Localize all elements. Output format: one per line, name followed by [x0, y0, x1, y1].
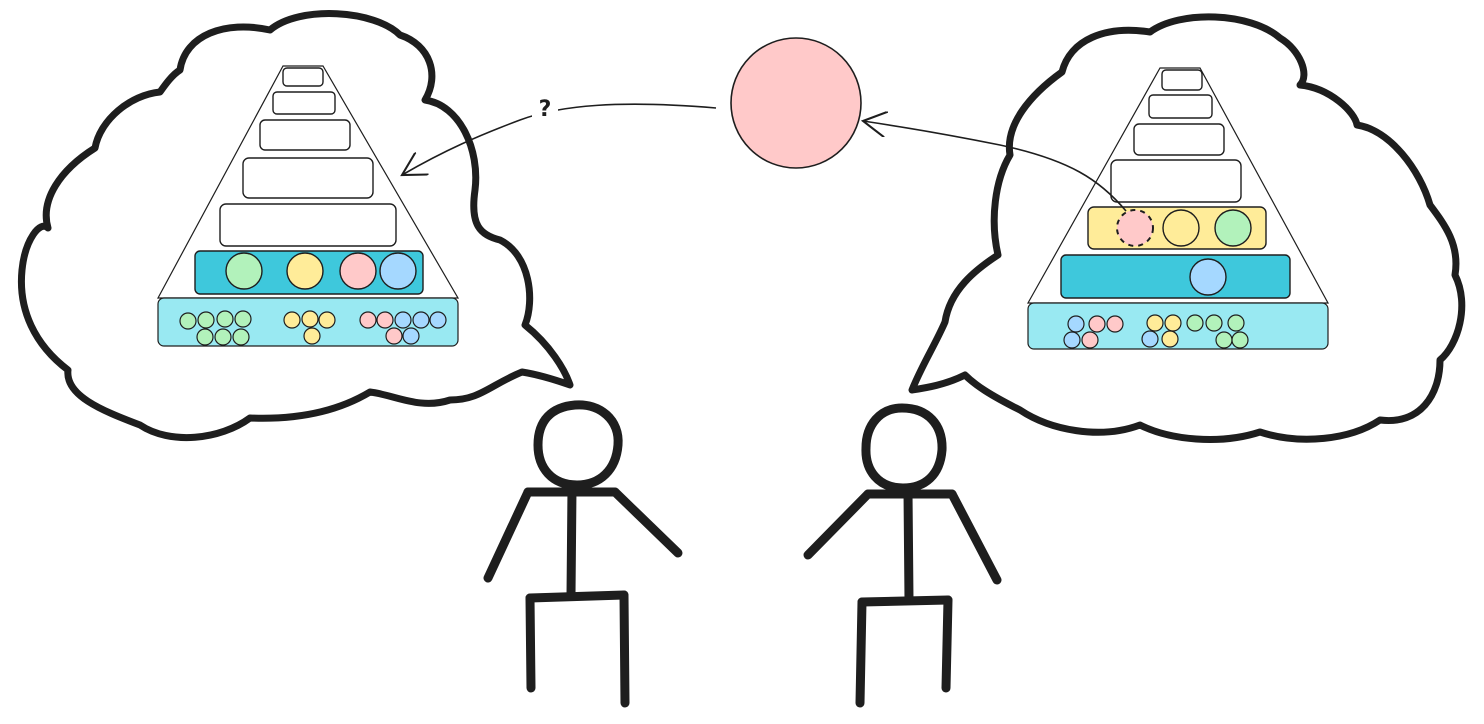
right-tier-circle-blue [1189, 258, 1227, 296]
left-base-mixed-group [359, 311, 447, 345]
right-tier-2 [1148, 94, 1213, 119]
left-tier-5 [219, 203, 397, 247]
right-circle-tier [1060, 254, 1291, 299]
left-pyramid-outline [156, 65, 460, 299]
left-person-arm-left [483, 487, 533, 583]
right-tier-4 [1110, 159, 1242, 203]
left-tier-circle-yellow [286, 252, 324, 290]
right-person [803, 403, 1002, 708]
right-tier-circle-green [1214, 209, 1252, 247]
arrow-from-right-mind [863, 121, 1127, 212]
question-mark-bg [532, 92, 558, 122]
left-thought-bubble [17, 10, 574, 442]
right-tier-circle-yellow [1162, 209, 1200, 247]
right-person-leg-left [855, 597, 867, 708]
left-tier-3 [259, 119, 351, 151]
shared-concept-circle [730, 37, 862, 169]
left-person-seat [525, 590, 629, 603]
right-person-head [861, 403, 947, 493]
left-base-green-group [179, 310, 252, 346]
left-tier-4 [242, 157, 374, 199]
right-person-torso [903, 487, 914, 605]
right-person-leg-right [941, 595, 953, 693]
left-tier-circle-blue [379, 252, 417, 290]
left-person-arm-right [610, 487, 683, 558]
left-tier-1 [282, 67, 324, 87]
left-person-head [533, 400, 623, 490]
right-thought-bubble [908, 13, 1466, 443]
right-pyramid-outline [1026, 67, 1330, 304]
arrow-to-left-mind [402, 103, 717, 175]
left-person-leg-left [525, 593, 536, 693]
right-tier-1 [1161, 69, 1203, 91]
right-cloud-outline [908, 13, 1466, 443]
right-person-arm-left [803, 489, 873, 560]
right-person-arm-right [947, 489, 1002, 585]
left-cloud-outline [17, 10, 574, 442]
left-person [483, 400, 683, 708]
left-tier-2 [272, 91, 336, 115]
right-tier-3 [1133, 123, 1225, 156]
right-base-group-2 [1141, 314, 1182, 348]
left-tier-circle-pink [339, 252, 377, 290]
left-tier-circle-green [225, 252, 263, 290]
right-tier-circle-pink-dashed [1116, 209, 1154, 247]
left-base-yellow-group [283, 310, 336, 345]
question-mark: ? [539, 97, 552, 122]
right-base-group-3 [1186, 314, 1249, 349]
left-person-torso [566, 483, 577, 600]
left-person-leg-right [619, 590, 630, 708]
right-person-seat [857, 595, 953, 607]
right-base-group-1 [1063, 315, 1124, 349]
